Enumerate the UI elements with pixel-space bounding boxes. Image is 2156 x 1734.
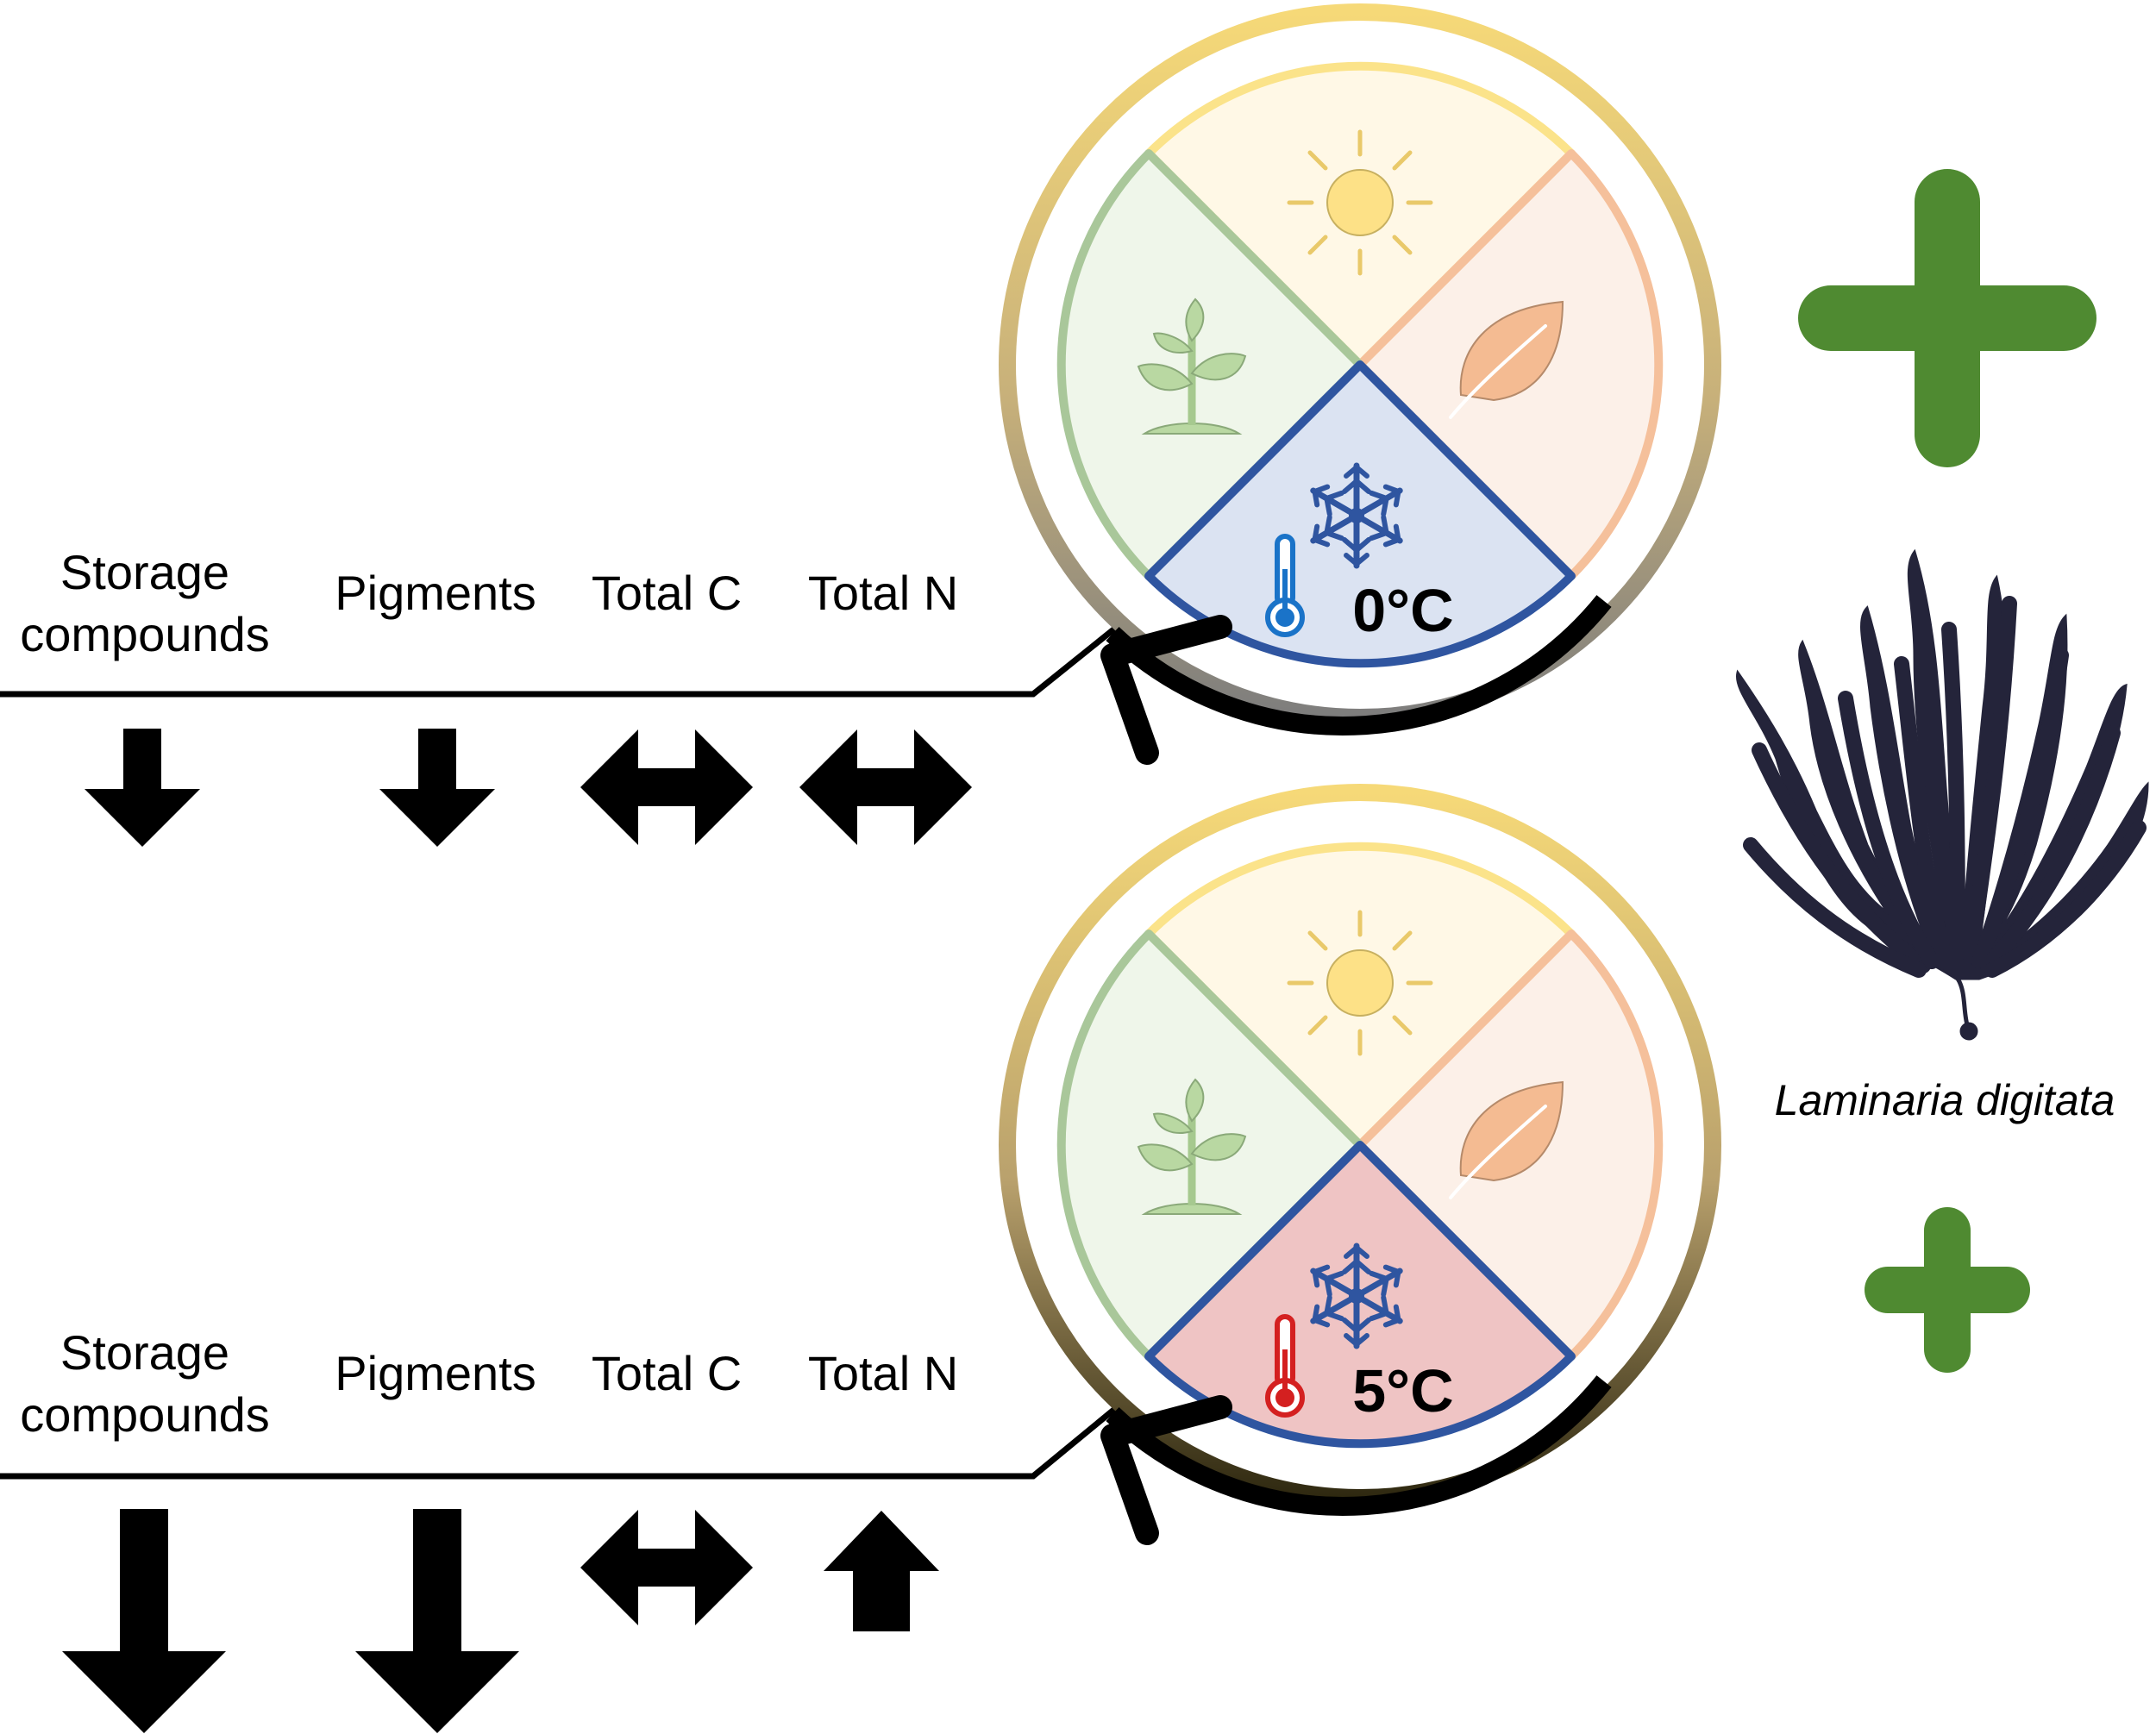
arrow-no-change-total-n bbox=[799, 729, 972, 845]
response-arrowhead bbox=[1100, 615, 1232, 765]
response-arrowhead bbox=[1100, 1395, 1232, 1545]
arrow-down-large-pigments bbox=[355, 1509, 519, 1733]
species-label: Laminaria digitata bbox=[1775, 1076, 2115, 1124]
pigments-label: Pigments bbox=[335, 566, 536, 620]
arrow-down-large-storage bbox=[62, 1509, 226, 1733]
baseline-connector bbox=[0, 1401, 1124, 1480]
factor-wheel-top: 0°C bbox=[999, 3, 1721, 765]
storage-label-line1: Storage bbox=[60, 1325, 229, 1380]
thermometer-icon bbox=[1265, 1314, 1305, 1418]
storage-label-line1: Storage bbox=[60, 545, 229, 599]
sun-icon bbox=[1289, 132, 1431, 273]
arrow-no-change-total-c bbox=[580, 729, 753, 845]
sun-icon bbox=[1289, 912, 1431, 1054]
arrow-up-total-n bbox=[824, 1511, 939, 1631]
kelp-icon bbox=[1735, 548, 2149, 1041]
panel-bottom: Storage compounds Pigments Total C Total… bbox=[0, 784, 1721, 1733]
temperature-label: 5°C bbox=[1352, 1357, 1453, 1424]
arrow-no-change-total-c bbox=[580, 1510, 753, 1625]
total-c-label: Total C bbox=[592, 1346, 742, 1400]
response-arc bbox=[1106, 595, 1612, 736]
total-n-label: Total N bbox=[808, 1346, 958, 1400]
storage-label-line2: compounds bbox=[20, 607, 270, 661]
factor-wheel-bottom: 5°C bbox=[999, 784, 1721, 1545]
storage-label-line2: compounds bbox=[20, 1387, 270, 1442]
pigments-label: Pigments bbox=[335, 1346, 536, 1400]
plus-icon-large bbox=[1798, 169, 2096, 467]
total-n-label: Total N bbox=[808, 566, 958, 620]
total-c-label: Total C bbox=[592, 566, 742, 620]
arrow-down-storage bbox=[85, 729, 200, 847]
thermometer-icon bbox=[1265, 534, 1305, 637]
arrow-down-pigments bbox=[379, 729, 495, 847]
plus-icon-small bbox=[1865, 1207, 2030, 1373]
temperature-label: 0°C bbox=[1352, 577, 1453, 644]
baseline-connector bbox=[0, 621, 1124, 698]
panel-top: Storage compounds Pigments Total C Total… bbox=[0, 3, 1721, 847]
response-arc bbox=[1106, 1375, 1612, 1516]
